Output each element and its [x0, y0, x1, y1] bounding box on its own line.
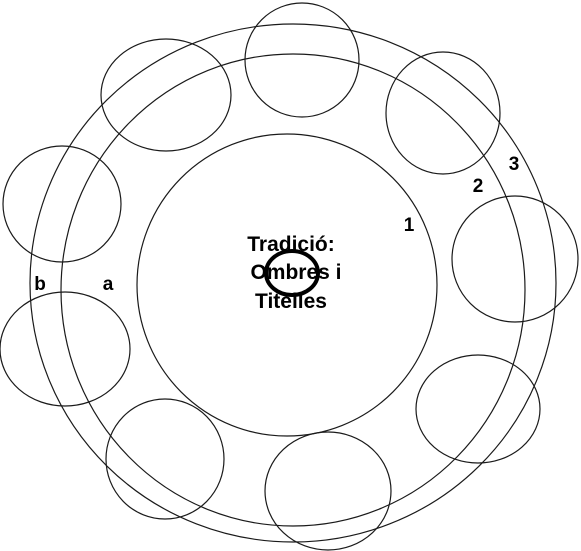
inner-ring [136, 133, 438, 437]
ring-label-a: a [103, 274, 114, 295]
center-title-line-3: Titelles [255, 290, 327, 313]
satellite-circle [105, 398, 225, 520]
ring-label-3: 3 [509, 154, 520, 175]
ring-label-b: b [34, 274, 46, 295]
ring-label-2: 2 [473, 176, 484, 197]
ring-label-1: 1 [404, 215, 415, 236]
satellite-circle [244, 2, 360, 118]
center-title-line-2: Ombres i [250, 261, 341, 284]
outer-ring [29, 23, 557, 543]
satellite-circle [451, 195, 579, 323]
satellite-circle [100, 38, 232, 152]
center-title-line-1: Tradició: [247, 233, 335, 256]
satellite-circle [415, 354, 541, 464]
middle-ring [60, 53, 526, 527]
satellite-circle [385, 51, 501, 175]
center-focus-circle [264, 249, 320, 297]
satellite-circle [0, 291, 131, 407]
satellite-circle [2, 145, 122, 263]
satellite-circle [264, 431, 392, 551]
